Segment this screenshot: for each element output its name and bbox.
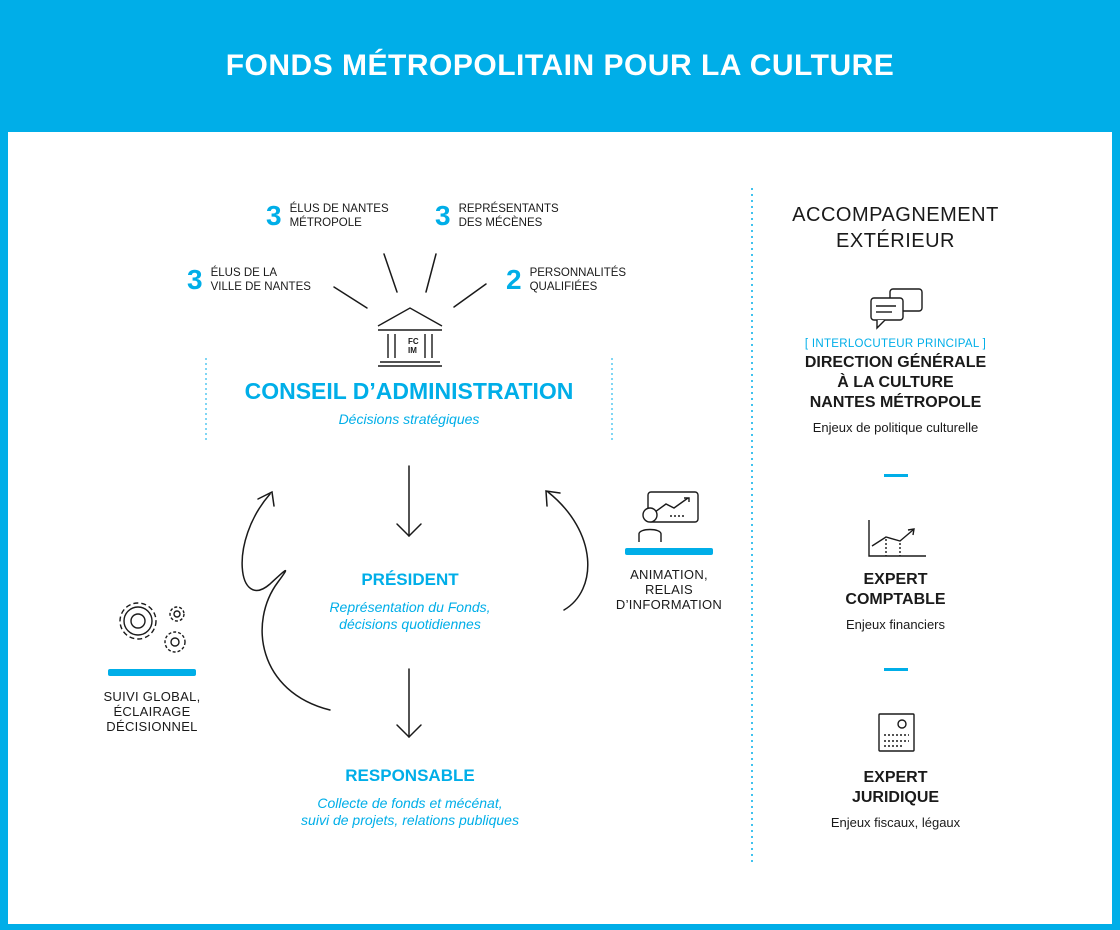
right-role-bar <box>625 548 713 555</box>
member-label-line1: PERSONNALITÉS <box>529 267 627 279</box>
president-title: PRÉSIDENT <box>361 570 459 589</box>
comptable-sub: Enjeux financiers <box>846 617 945 632</box>
comptable-line1: EXPERT <box>863 571 928 588</box>
member-count: 3 <box>435 200 451 231</box>
gears-icon <box>119 602 186 653</box>
ray-line <box>333 286 368 309</box>
member-label: PERSONNALITÉS QUALIFIÉES <box>530 266 627 294</box>
right-role-caption: ANIMATION, RELAIS D’INFORMATION <box>607 567 731 612</box>
president-block: PRÉSIDENT Représentation du Fonds, décis… <box>284 570 536 633</box>
content-panel: 3 ÉLUS DE NANTES MÉTROPOLE 3 REPRÉSENTAN… <box>8 132 1112 924</box>
direction-block: [ INTERLOCUTEUR PRINCIPAL ] DIRECTION GÉ… <box>768 338 1023 435</box>
ray-line <box>383 253 398 293</box>
direction-line2: À LA CULTURE <box>837 374 954 391</box>
direction-line3: NANTES MÉTROPOLE <box>809 394 982 411</box>
member-label-line2: QUALIFIÉES <box>529 281 598 293</box>
left-role-line3: DÉCISIONNEL <box>106 719 198 734</box>
responsable-desc-line2: suivi de projets, relations publiques <box>301 812 519 828</box>
loop-arrow-left <box>241 490 331 711</box>
external-title-line2: EXTÉRIEUR <box>836 230 955 252</box>
member-count: 3 <box>266 200 282 231</box>
member-label-line2: VILLE DE NANTES <box>210 281 311 293</box>
external-title-line1: ACCOMPAGNEMENT <box>792 204 999 226</box>
radiating-lines <box>333 253 487 309</box>
juridique-line2: JURIDIQUE <box>851 789 940 806</box>
direction-tag: [ INTERLOCUTEUR PRINCIPAL ] <box>804 338 987 350</box>
left-role-caption: SUIVI GLOBAL, ÉCLAIRAGE DÉCISIONNEL <box>92 689 212 734</box>
member-personnalites: 2 PERSONNALITÉS QUALIFIÉES <box>506 266 626 294</box>
member-label-line2: DES MÉCÈNES <box>458 217 543 229</box>
member-elus-metropole: 3 ÉLUS DE NANTES MÉTROPOLE <box>266 202 389 230</box>
member-representants-mecenes: 3 REPRÉSENTANTS DES MÉCÈNES <box>435 202 559 230</box>
conseil-subtitle: Décisions stratégiques <box>338 411 480 427</box>
certificate-icon <box>878 713 915 752</box>
ray-line <box>453 283 487 308</box>
member-count: 2 <box>506 264 522 295</box>
member-label-line2: MÉTROPOLE <box>289 217 362 229</box>
comptable-block: EXPERT COMPTABLE Enjeux financiers <box>768 570 1023 632</box>
institution-icon <box>377 307 443 367</box>
member-label-line1: REPRÉSENTANTS <box>458 203 559 215</box>
responsable-title: RESPONSABLE <box>345 766 475 785</box>
line-chart-icon <box>868 520 926 557</box>
section-divider <box>884 474 908 477</box>
juridique-sub: Enjeux fiscaux, légaux <box>830 815 961 830</box>
direction-sub: Enjeux de politique culturelle <box>812 420 979 435</box>
loop-arrow-right <box>545 490 589 611</box>
conseil-bracket <box>205 358 613 442</box>
section-divider <box>884 668 908 671</box>
direction-line1: DIRECTION GÉNÉRALE <box>804 354 987 371</box>
member-elus-ville: 3 ÉLUS DE LA VILLE DE NANTES <box>187 266 311 294</box>
comptable-line2: COMPTABLE <box>845 591 946 608</box>
member-label: REPRÉSENTANTS DES MÉCÈNES <box>459 202 559 230</box>
diagram-lines: FC IM <box>119 188 926 862</box>
ray-line <box>425 253 437 293</box>
president-desc-line2: décisions quotidiennes <box>339 616 481 632</box>
down-arrow <box>396 668 422 739</box>
member-label: ÉLUS DE LA VILLE DE NANTES <box>211 266 311 294</box>
juridique-block: EXPERT JURIDIQUE Enjeux fiscaux, légaux <box>768 768 1023 830</box>
right-role-line3: D’INFORMATION <box>615 597 723 612</box>
responsable-block: RESPONSABLE Collecte de fonds et mécénat… <box>248 766 572 829</box>
left-role-line1: SUIVI GLOBAL, <box>103 689 201 704</box>
logo-text-bottom: IM <box>408 346 417 355</box>
juridique-line1: EXPERT <box>863 769 928 786</box>
member-label: ÉLUS DE NANTES MÉTROPOLE <box>290 202 389 230</box>
presentation-icon <box>638 491 699 542</box>
left-role-bar <box>108 669 196 676</box>
conseil-title: CONSEIL D’ADMINISTRATION <box>244 378 574 404</box>
left-role-line2: ÉCLAIRAGE <box>113 704 191 719</box>
right-role-line1: ANIMATION, <box>630 567 708 582</box>
member-count: 3 <box>187 264 203 295</box>
page-title: FONDS MÉTROPOLITAIN POUR LA CULTURE <box>225 49 895 82</box>
member-label-line1: ÉLUS DE NANTES <box>289 203 389 215</box>
header-banner: FONDS MÉTROPOLITAIN POUR LA CULTURE <box>0 0 1120 132</box>
president-desc-line1: Représentation du Fonds, <box>329 599 491 615</box>
right-role-line2: RELAIS <box>644 582 694 597</box>
responsable-desc-line1: Collecte de fonds et mécénat, <box>317 795 503 811</box>
conseil-block: CONSEIL D’ADMINISTRATION Décisions strat… <box>206 378 612 428</box>
member-label-line1: ÉLUS DE LA <box>210 267 278 279</box>
chat-bubbles-icon <box>870 288 923 330</box>
external-title: ACCOMPAGNEMENT EXTÉRIEUR <box>768 202 1023 254</box>
down-arrow <box>396 465 422 538</box>
logo-text-top: FC <box>408 337 419 346</box>
